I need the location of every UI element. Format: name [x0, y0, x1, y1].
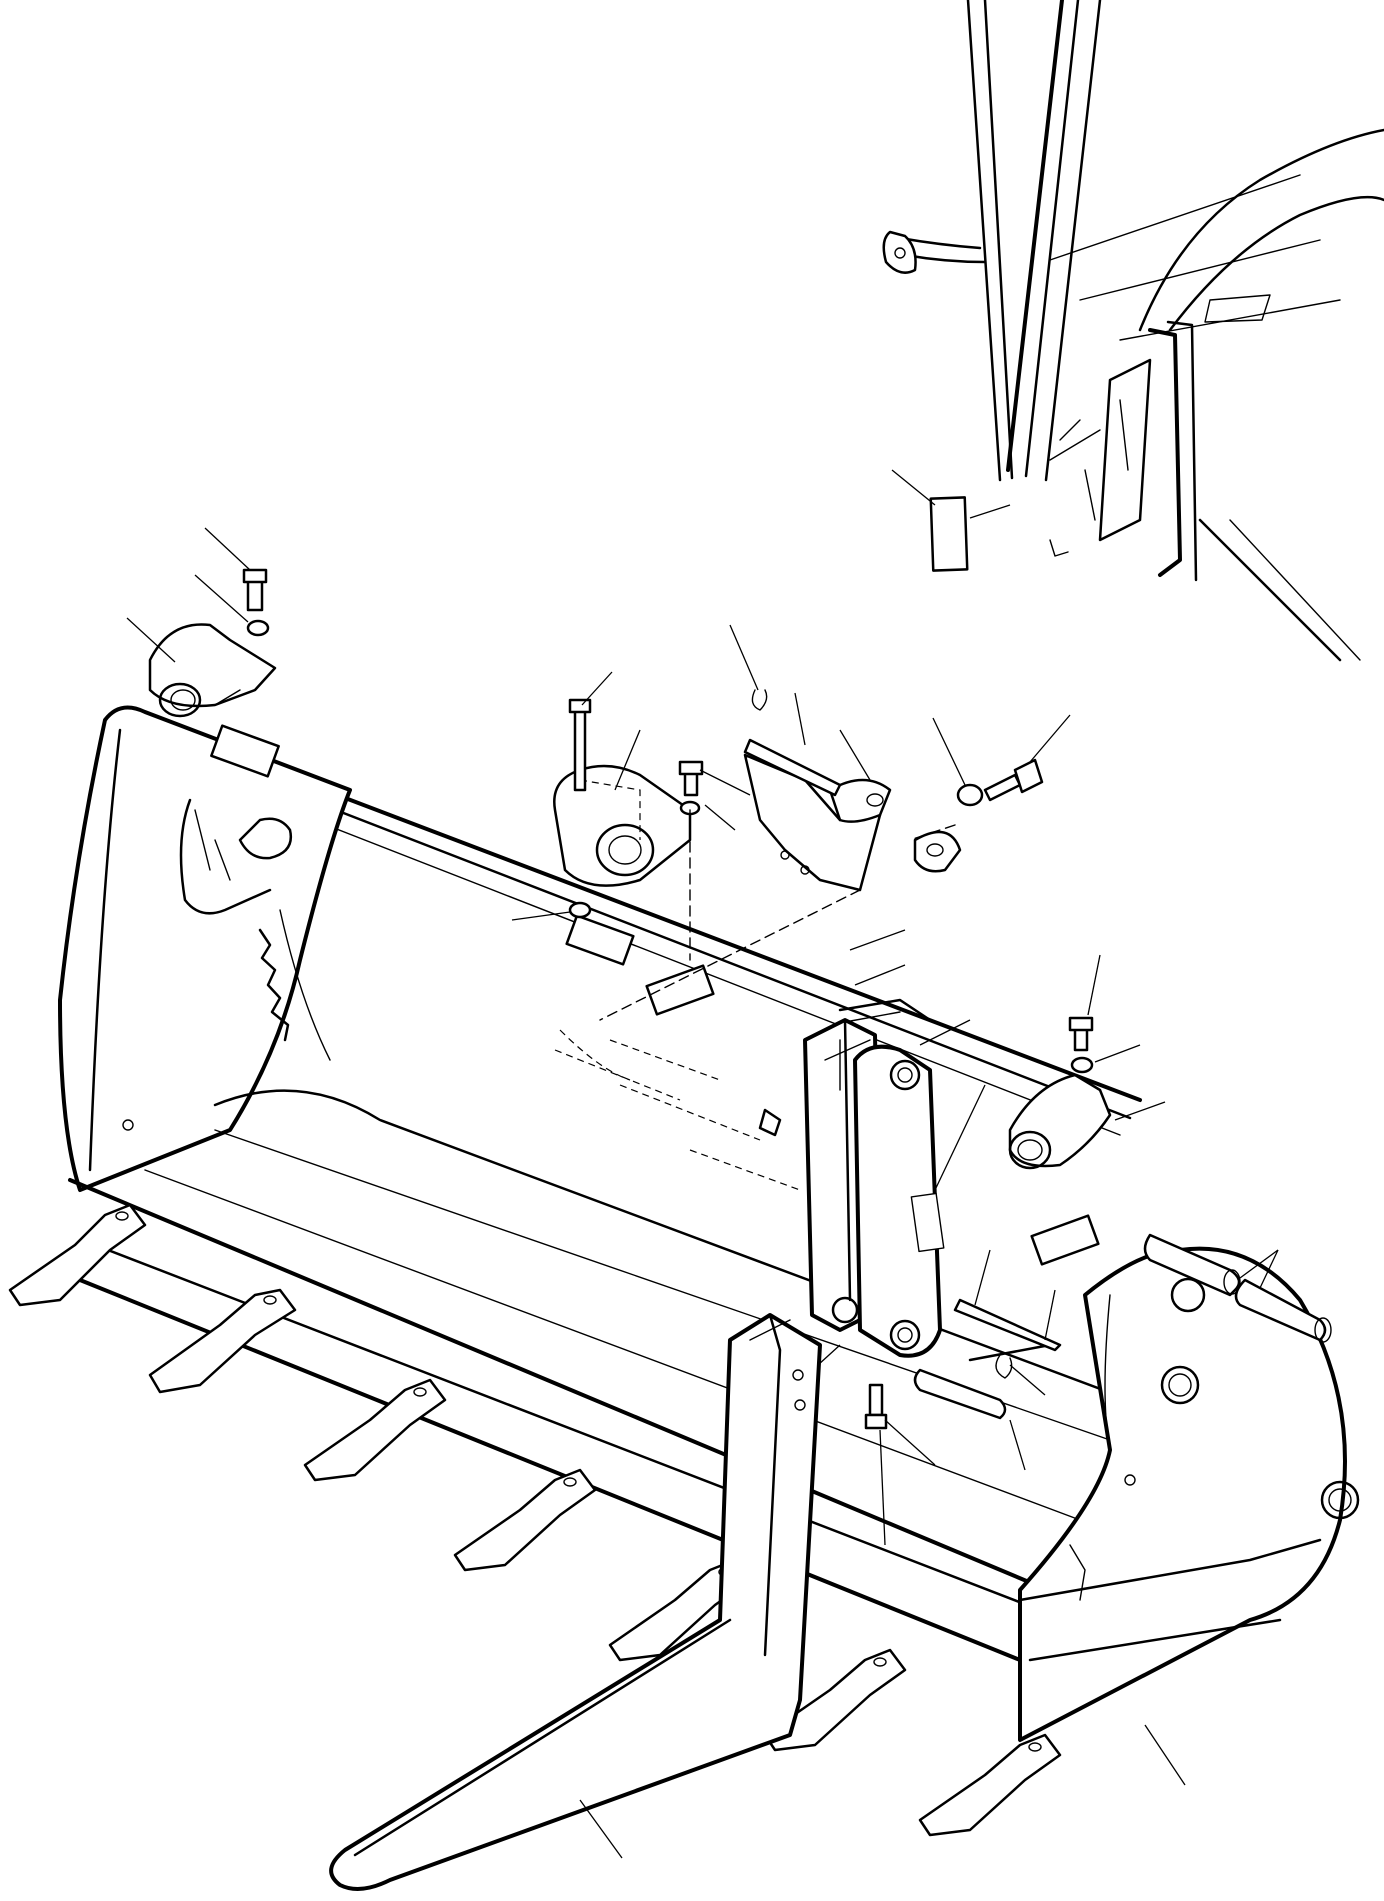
tooth-6 [763, 1648, 907, 1752]
bolt-right [983, 773, 1022, 802]
bucket [58, 705, 1360, 1742]
washer-right [956, 783, 984, 807]
pin [743, 738, 842, 797]
clevis-bracket [599, 689, 1044, 1021]
hidden-lines [554, 1029, 801, 1191]
tooth-4 [453, 1468, 597, 1572]
washer [246, 619, 270, 637]
fork-mounting-frame [803, 998, 945, 1358]
tooth-1 [8, 1203, 147, 1307]
right-pivot-bracket [1008, 1016, 1112, 1266]
bucket-teeth [8, 1203, 1062, 1837]
nut [568, 901, 592, 919]
long-bolt [573, 703, 587, 792]
frame-decal [910, 1192, 945, 1253]
tooth-2 [148, 1288, 297, 1394]
tooth-3 [303, 1378, 447, 1482]
fork-tine [329, 1313, 822, 1891]
cab-door-inset [882, 0, 1384, 662]
left-pivot-bracket [148, 568, 280, 778]
center-pivot-bracket [553, 698, 715, 1016]
tooth-7 [918, 1733, 1062, 1837]
fittings [758, 1039, 888, 1430]
loose-pins [913, 1233, 1332, 1420]
callout-leaders [126, 527, 1279, 1859]
